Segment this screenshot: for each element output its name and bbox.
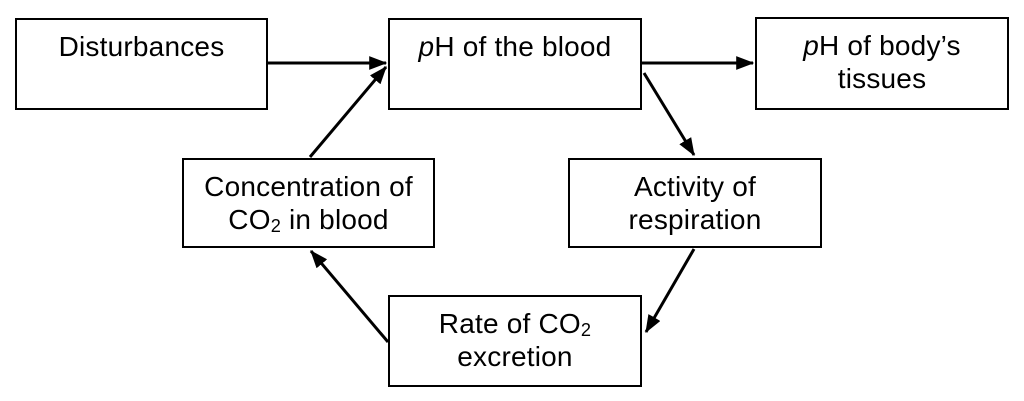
edge-ph_blood-to-respiration: [642, 72, 696, 157]
edge-co2_excretion-to-co2_concentration: [309, 250, 390, 343]
edge-co2_concentration-to-ph_blood: [308, 66, 388, 158]
node-ph-of-the-blood: pH of the blood: [388, 18, 642, 110]
node-disturbances: Disturbances: [15, 18, 268, 110]
edge-lines-group: [268, 56, 755, 343]
node-label-ph-of-the-blood: pH of the blood: [418, 31, 612, 62]
node-label-disturbances: Disturbances: [58, 31, 225, 62]
edge-respiration-to-co2_excretion: [644, 248, 696, 334]
